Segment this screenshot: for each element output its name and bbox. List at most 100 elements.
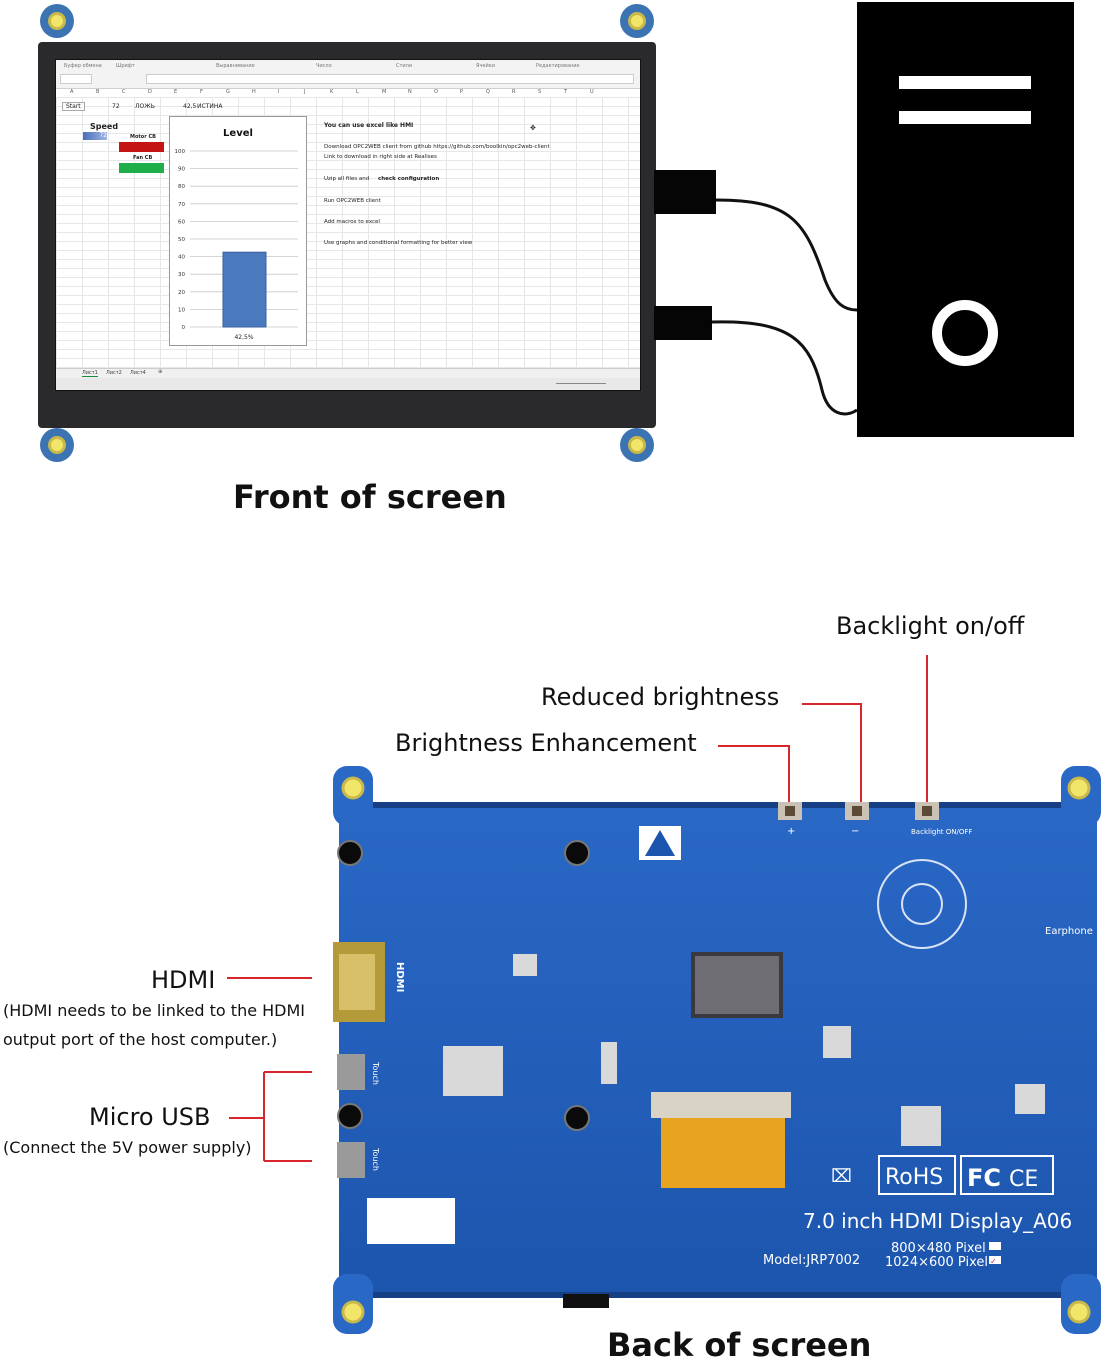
y-tick-label: 90 [178, 167, 185, 173]
model-silk: Model:JRP7002 [763, 1253, 860, 1268]
start-button[interactable]: Start [62, 102, 85, 111]
product-name-silk: 7.0 inch HDMI Display_A06 [803, 1209, 1072, 1233]
pcb-top-edge [373, 802, 1061, 808]
pcb-bottom-edge [373, 1292, 1061, 1298]
drive-slot-icon [899, 76, 1031, 89]
zoom-slider[interactable] [556, 383, 606, 384]
fan-cb-label: Fan CB [133, 155, 153, 161]
column-header[interactable]: L [356, 89, 359, 95]
fpc-ribbon [661, 1118, 785, 1188]
touch-usb-port [337, 1054, 365, 1090]
screw-hole-icon [564, 1105, 590, 1131]
cables [654, 170, 858, 416]
ribbon-text: Буфер обмена [64, 63, 102, 69]
back-caption: Back of screen [607, 1326, 872, 1364]
column-header[interactable]: N [408, 89, 412, 95]
column-header[interactable]: B [96, 89, 100, 95]
column-header[interactable]: H [252, 89, 256, 95]
check-mark-icon: ✓ [990, 1257, 997, 1266]
column-header[interactable]: I [278, 89, 280, 95]
ribbon-text: Редактирование [536, 63, 580, 69]
y-tick-label: 40 [178, 255, 185, 261]
usb-plug [654, 306, 712, 340]
leader-lines [227, 655, 928, 1162]
ribbon-text: Выравнивание [216, 63, 255, 69]
formula-bar[interactable] [146, 74, 634, 84]
column-header[interactable]: C [122, 89, 126, 95]
usb-leader [229, 1071, 312, 1162]
rohs-text: RoHS [885, 1165, 943, 1190]
column-header[interactable]: M [382, 89, 387, 95]
mount-hole-icon [620, 4, 654, 38]
column-header[interactable]: U [590, 89, 594, 95]
buzzer-ring [877, 859, 967, 949]
note-link: Link to download in right side at Realis… [324, 154, 437, 160]
y-tick-label: 30 [178, 272, 185, 278]
tab-sheet1[interactable]: Лист1 [82, 370, 98, 377]
y-tick-label: 70 [178, 202, 185, 208]
fan-status-cell [119, 163, 164, 173]
column-header[interactable]: G [226, 89, 230, 95]
drive-slot-icon [899, 111, 1031, 124]
excel-ribbon: Буфер обмена Шрифт Выравнивание Число Ст… [56, 60, 640, 89]
column-header[interactable]: P [460, 89, 464, 95]
ribbon-text: Шрифт [116, 63, 135, 69]
ribbon-text: Число [316, 63, 332, 69]
column-header[interactable]: S [538, 89, 542, 95]
mount-hole-icon [40, 428, 74, 462]
screw-hole-icon [337, 1103, 363, 1129]
column-header[interactable]: E [174, 89, 178, 95]
ribbon-text: Стили [396, 63, 413, 69]
plus-silk: + [787, 826, 795, 837]
column-header[interactable]: J [304, 89, 306, 95]
cell-e1: ИСТИНА [197, 103, 223, 110]
usb-cable [711, 320, 858, 416]
chart-title: Level [223, 128, 253, 139]
hdmi-plug [654, 170, 716, 214]
name-box[interactable] [60, 74, 92, 84]
reduced-leader [802, 703, 862, 807]
column-header[interactable]: T [564, 89, 568, 95]
res-800-silk: 800×480 Pixel [891, 1241, 986, 1256]
ribbon-text: Ячейки [476, 63, 496, 69]
column-header[interactable]: D [148, 89, 152, 95]
cursor-icon: ✥ [530, 124, 536, 132]
res-1024-silk: 1024×600 Pixel [885, 1255, 988, 1270]
tactile-buttons [778, 802, 939, 820]
note-run: Run OPC2WEB client [324, 198, 381, 204]
hdmi-note-line2: output port of the host computer.) [3, 1030, 278, 1049]
back-pcb-svg: + − Backlight ON/OFF HDMI Touch Touch [329, 766, 1101, 1334]
monitor-screen: Буфер обмена Шрифт Выравнивание Число Ст… [55, 59, 641, 391]
screw-hole-icon [337, 840, 363, 866]
tab-sheet2[interactable]: Лист2 [106, 370, 122, 376]
usb-note: (Connect the 5V power supply) [3, 1138, 252, 1157]
fpc-connector [651, 1092, 791, 1118]
touch-silk-1: Touch [371, 1061, 380, 1085]
status-bar [56, 378, 640, 390]
front-caption: Front of screen [233, 478, 507, 516]
speed-value: 72 [83, 132, 107, 140]
column-header[interactable]: K [330, 89, 334, 95]
mount-hole-icon [40, 4, 74, 38]
power-usb-port [337, 1142, 365, 1178]
cell-d1: 42,5 [183, 103, 197, 110]
column-header[interactable]: R [512, 89, 516, 95]
weee-icon: ⌧ [831, 1166, 852, 1187]
cell-b1: 72 [112, 103, 120, 110]
smd-components [443, 954, 1045, 1146]
back-pcb: + − Backlight ON/OFF HDMI Touch Touch [329, 766, 1103, 1334]
column-header[interactable]: A [70, 89, 74, 95]
motor-cb-label: Motor CB [130, 134, 156, 140]
micro-usb-label: Micro USB [89, 1103, 211, 1131]
rohs-badge [878, 1155, 956, 1195]
column-header[interactable]: Q [486, 89, 490, 95]
tab-sheet4[interactable]: Лист4 [130, 370, 146, 376]
column-header[interactable]: O [434, 89, 438, 95]
add-sheet-icon[interactable]: ⊕ [158, 369, 163, 375]
brightness-enhance-label: Brightness Enhancement [395, 729, 697, 757]
backlight-label: Backlight on/off [836, 612, 1025, 640]
column-header[interactable]: F [200, 89, 203, 95]
cell-c1: ЛОЖЬ [135, 103, 155, 110]
power-button-icon [932, 300, 998, 366]
